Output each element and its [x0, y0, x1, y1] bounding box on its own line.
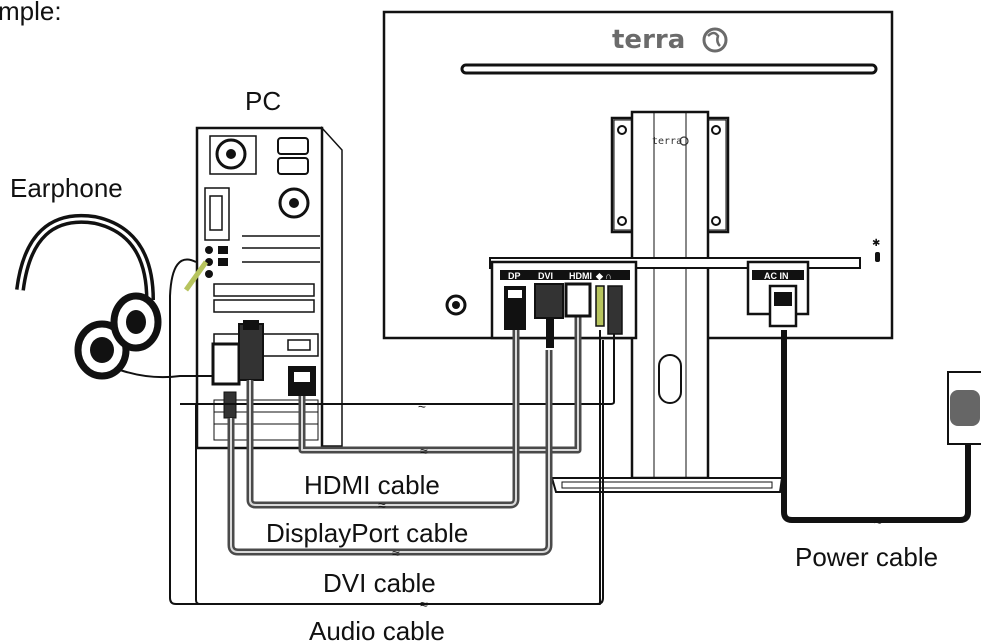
monitor-dvi-plug [534, 283, 564, 319]
expansion-slot [213, 299, 315, 313]
stand-brand-logo: terra [652, 136, 682, 147]
power-plug-icon [950, 390, 980, 426]
power-cable-label: Power cable [795, 542, 938, 572]
monitor-plugs [504, 282, 798, 348]
monitor-hdmi-plug [564, 282, 592, 318]
cable-break-mark: ≈ [420, 596, 428, 612]
audio-jack-icon [205, 270, 213, 278]
cable-break-mark: ≈ [874, 513, 882, 529]
monitor-lower-bar [489, 257, 861, 269]
monitor-vent-slot [460, 63, 878, 75]
earphone-label: Earphone [10, 173, 123, 203]
cable-management-slot [658, 354, 682, 404]
pc-tower [195, 126, 343, 450]
wall-outlet [947, 371, 981, 445]
cable-break-mark: ≈ [392, 545, 400, 561]
audio-jack-icon [205, 246, 213, 254]
power-button-icon: ✱ [872, 238, 880, 249]
screw-icon [711, 216, 721, 226]
port-label-dvi: DVI [538, 271, 553, 281]
joystick-icon [875, 252, 880, 262]
cable-break-mark: ≈ [420, 443, 428, 459]
fan-icon [278, 187, 310, 219]
monitor: terra terra DP DVI HDMI ◆ ∩ AC IN [382, 10, 894, 493]
headphones-icon [15, 213, 214, 380]
vga-port-icon [287, 339, 311, 351]
power-cable [781, 330, 971, 523]
top-caption-fragment: mple: [0, 0, 62, 26]
stand-neck [630, 110, 710, 480]
screw-icon [617, 125, 627, 135]
pc-label: PC [245, 86, 281, 116]
power-socket-icon [277, 137, 309, 175]
globe-icon [679, 136, 689, 146]
audio-cable-label: Audio cable [309, 616, 445, 643]
displayport-cable-label: DisplayPort cable [266, 518, 468, 548]
port-label-dp: DP [508, 271, 521, 281]
port-label-hdmi: HDMI [569, 271, 592, 281]
dvi-cable-label: DVI cable [323, 568, 436, 598]
pc-case-side [321, 126, 343, 447]
audio-cable-outer [169, 258, 604, 605]
monitor-brand-logo: terra [612, 25, 685, 55]
cable-break-mark: ≈ [378, 497, 386, 513]
monitor-audio-plug-black [607, 285, 623, 335]
pc-hdmi-plug [238, 323, 264, 381]
monitor-audio-plug-green [595, 285, 605, 327]
cable-break-mark: ≈ [418, 397, 426, 413]
port-label-audio: ◆ ∩ [595, 271, 612, 281]
globe-icon [702, 27, 728, 53]
pc-dvi-plug [211, 342, 241, 386]
screw-icon [617, 216, 627, 226]
port-label-ac-in: AC IN [764, 271, 789, 281]
cables: ≈ ≈ ≈ ≈ ≈ ≈ [169, 258, 971, 612]
expansion-slot [213, 283, 315, 297]
hdmi-cable-label: HDMI cable [304, 470, 440, 500]
fan-icon [209, 135, 257, 175]
screw-icon [711, 125, 721, 135]
